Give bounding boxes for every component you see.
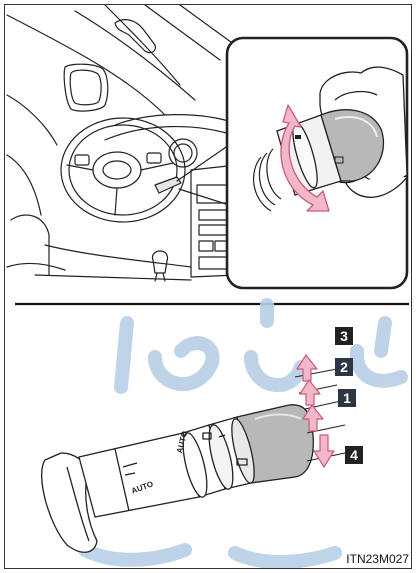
arrow-up-2 <box>300 380 320 405</box>
figure-id: ITN23M027 <box>346 552 409 566</box>
position-badge-3: 3 <box>335 327 353 345</box>
illustration <box>5 5 412 569</box>
position-badge-1: 1 <box>338 389 356 407</box>
position-badge-4: 4 <box>345 446 363 464</box>
position-badge-2: 2 <box>335 358 353 376</box>
zoom-inset <box>227 38 407 288</box>
wiper-lever-drawing <box>42 369 345 552</box>
figure-frame: AUTO AUTO 3 2 1 4 ITN23M027 <box>4 4 412 569</box>
car-interior-drawing <box>7 5 237 281</box>
arrow-down-4 <box>314 435 334 467</box>
